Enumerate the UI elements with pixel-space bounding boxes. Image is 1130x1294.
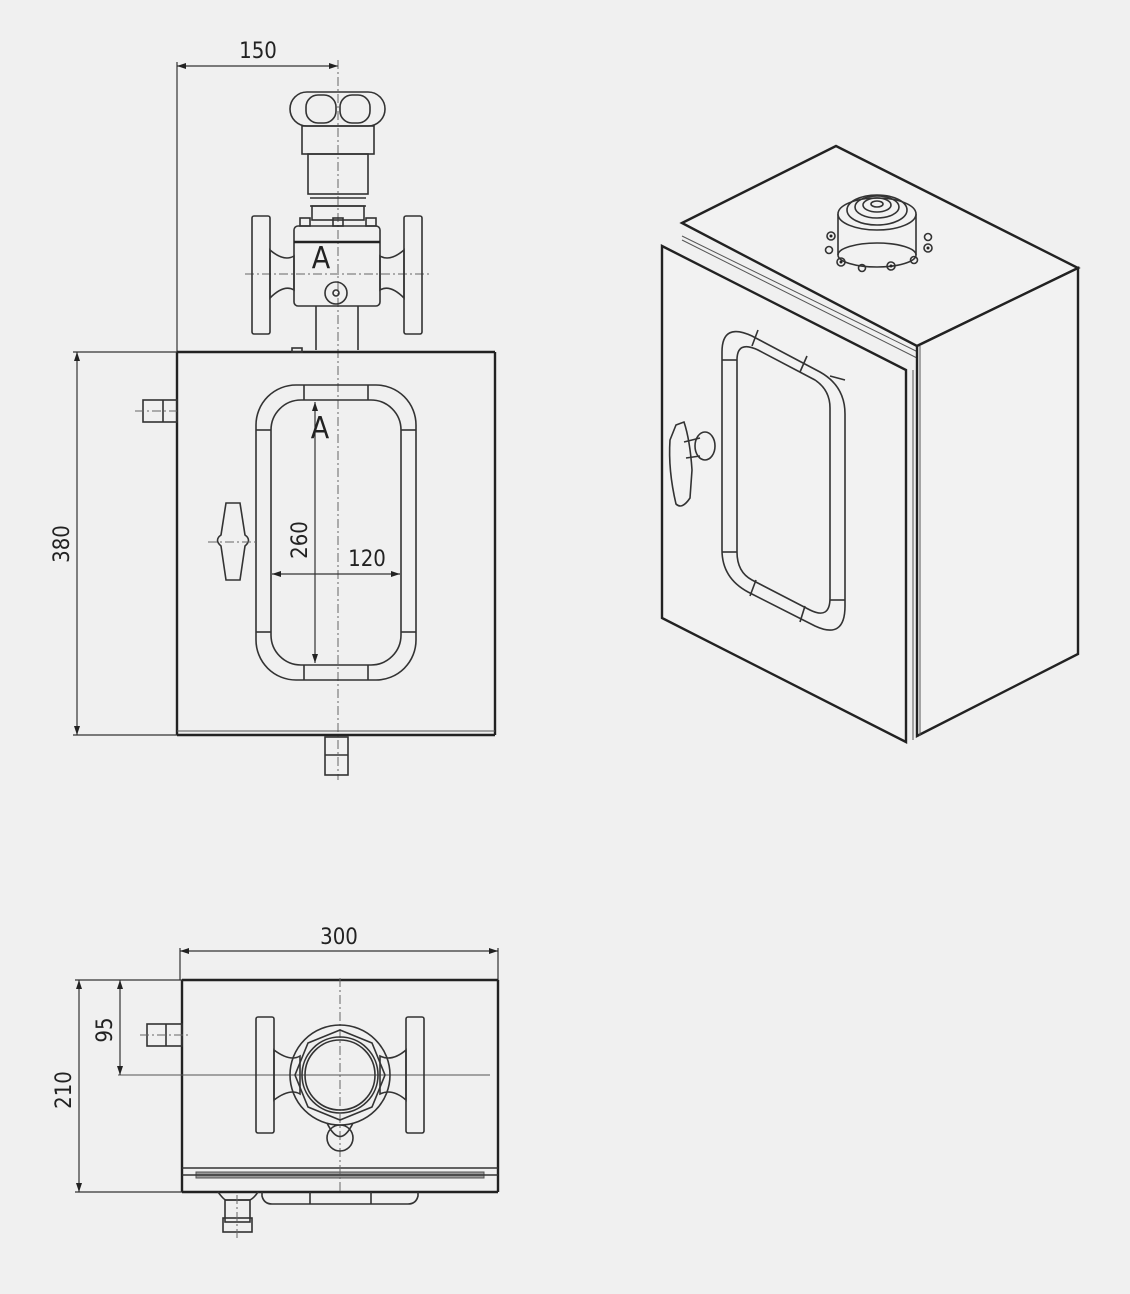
transmitter-head [289, 91, 386, 227]
section-label-a-top: A [312, 241, 331, 276]
isometric-view [660, 144, 1081, 744]
dim-label-120: 120 [348, 547, 386, 572]
cabinet-front [175, 347, 497, 737]
top-sensor [824, 194, 933, 273]
dim-label-150: 150 [239, 39, 277, 64]
dim-label-380: 380 [50, 525, 75, 563]
dimension-width: 300 [179, 925, 499, 980]
valve-body: A [245, 215, 430, 335]
dim-label-210: 210 [52, 1071, 77, 1109]
dimension-height: 380 [50, 351, 177, 736]
valve-top [289, 1024, 391, 1152]
t-handle-lock [208, 502, 256, 581]
dim-label-300: 300 [320, 925, 358, 950]
iso-t-handle-lock [668, 420, 716, 507]
iso-door-window [721, 329, 846, 631]
section-label-a-bottom: A [311, 411, 330, 446]
dimension-offset-width: 150 [176, 39, 338, 352]
dim-label-95: 95 [93, 1017, 118, 1042]
dimension-window: 260 120 A [272, 402, 400, 663]
dimension-inlet-offset: 95 [93, 980, 123, 1075]
bottom-outlet-port [324, 736, 349, 776]
side-inlet-port [135, 399, 178, 423]
front-view: 150 [50, 39, 497, 780]
dimension-depth: 210 [52, 979, 182, 1193]
door-window [255, 384, 417, 681]
dim-label-260: 260 [288, 521, 313, 559]
top-view: 300 [52, 925, 500, 1240]
